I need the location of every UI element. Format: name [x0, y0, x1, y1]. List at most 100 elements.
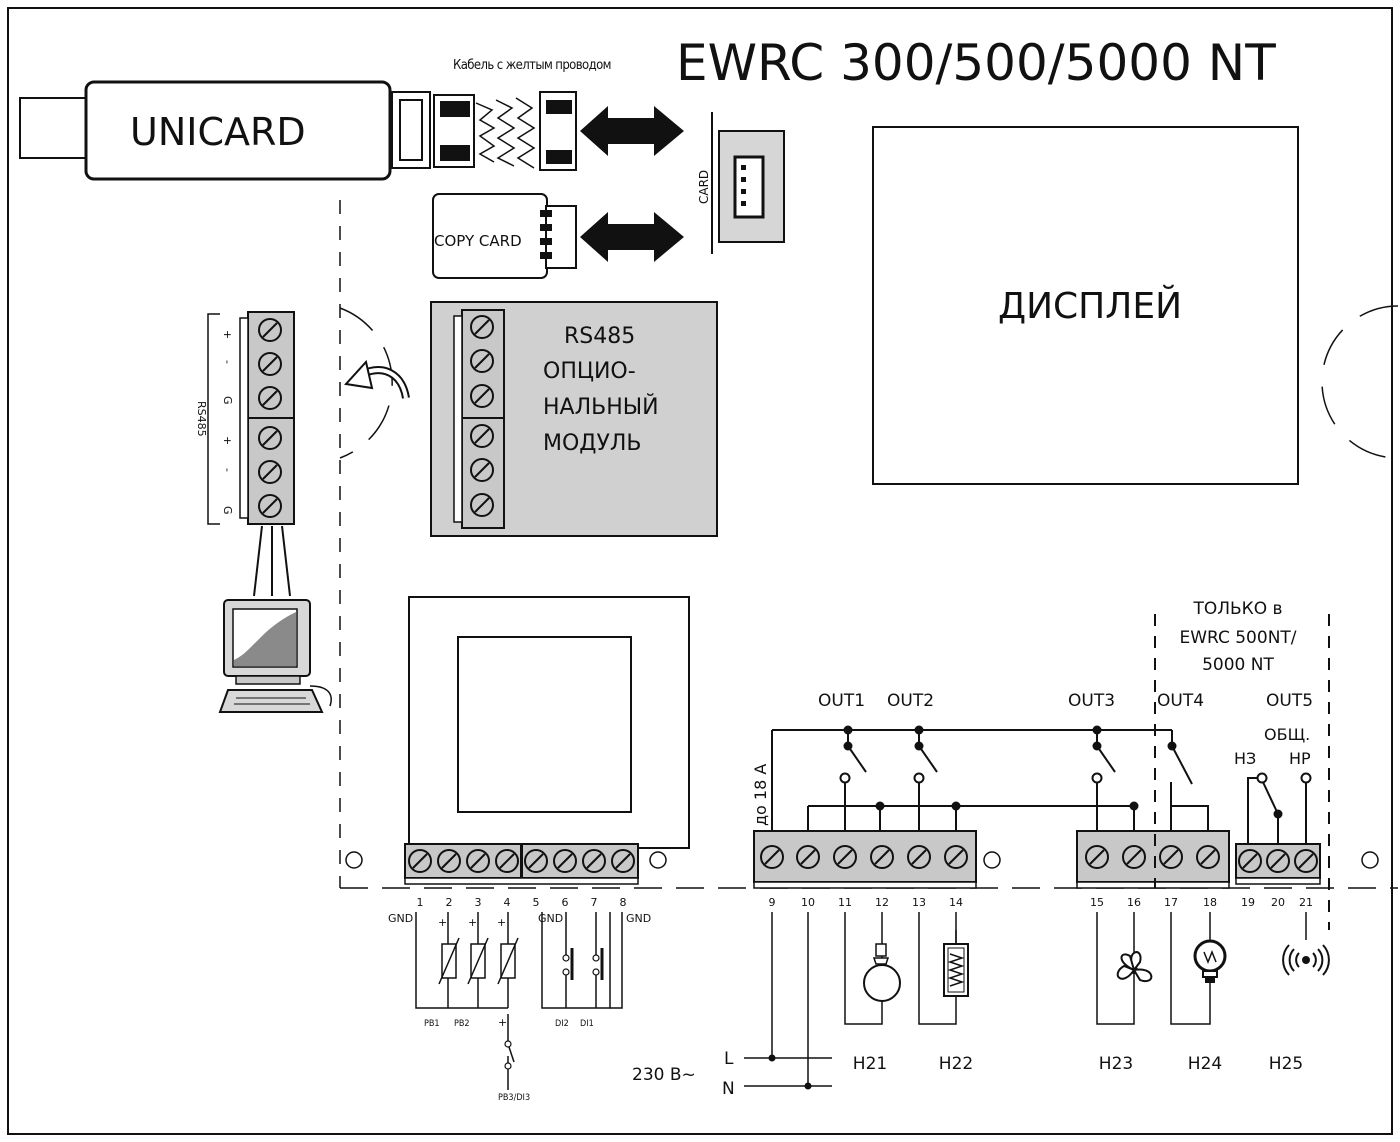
compressor-icon	[863, 943, 901, 1002]
cable-connector	[433, 91, 684, 171]
svg-text:3: 3	[475, 896, 482, 909]
load-h23: H23	[1099, 1054, 1133, 1074]
load-wiring	[844, 912, 1307, 1025]
gnd-label-1: GND	[388, 912, 413, 925]
svg-text:13: 13	[912, 896, 926, 909]
svg-text:15: 15	[1090, 896, 1104, 909]
rs485-module: RS485 ОПЦИО- НАЛЬНЫЙ МОДУЛЬ	[430, 301, 718, 537]
copycard-label: COPY CARD	[434, 232, 522, 250]
rs485-pin-5: -	[221, 468, 234, 472]
plus-label-3: +	[497, 916, 506, 929]
probe-pb1: PB1	[424, 1019, 440, 1029]
power-l: L	[724, 1049, 734, 1069]
power-node-l	[768, 1054, 776, 1062]
input-contacts	[504, 954, 600, 1070]
card-socket: CARD	[697, 112, 785, 254]
svg-text:5: 5	[533, 896, 540, 909]
probe-pb3: PB3/DI3	[498, 1093, 530, 1103]
svg-text:11: 11	[838, 896, 852, 909]
diagram-title: EWRC 300/500/5000 NT	[676, 34, 1276, 92]
lamp-icon	[1193, 939, 1227, 983]
rs485-pin-1: +	[221, 330, 234, 339]
mount-hole	[345, 851, 363, 869]
copy-card: COPY CARD	[432, 193, 684, 279]
terminal-block-out3-out4	[1076, 830, 1230, 889]
unicard-label: UNICARD	[130, 110, 306, 154]
gnd-label-3: GND	[626, 912, 651, 925]
plus-label-4: +	[498, 1016, 507, 1029]
up-to-18a: до 18 А	[751, 764, 770, 826]
rs485-name: RS485	[195, 401, 208, 437]
svg-text:2: 2	[446, 896, 453, 909]
alarm-icon	[1282, 944, 1330, 976]
card-label: CARD	[697, 170, 711, 204]
svg-text:21: 21	[1299, 896, 1313, 909]
rotate-arrow-icon	[344, 359, 410, 399]
mount-hole	[649, 851, 667, 869]
cable-label: Кабель с желтым проводом	[453, 58, 611, 73]
svg-text:12: 12	[875, 896, 889, 909]
rs485-pin-4: +	[221, 436, 234, 445]
svg-text:19: 19	[1241, 896, 1255, 909]
svg-text:6: 6	[562, 896, 569, 909]
terminal-numbers: 1 2 3 4 5 6 7 8 9 10 11 12 13 14 15 16 1…	[417, 896, 1314, 909]
out2-label: OUT2	[887, 691, 934, 711]
display-box	[872, 126, 1299, 485]
only-in-line2: EWRC 500NT/	[1179, 628, 1296, 648]
power-n: N	[722, 1079, 735, 1099]
load-h25: H25	[1269, 1054, 1303, 1074]
load-h22: H22	[939, 1054, 973, 1074]
di1-label: DI1	[580, 1019, 594, 1029]
rs485-pin-2: -	[221, 360, 234, 364]
heater-icon	[943, 930, 969, 997]
out1-label: OUT1	[818, 691, 865, 711]
svg-text:14: 14	[949, 896, 963, 909]
right-arc	[1321, 305, 1399, 459]
display-label: ДИСПЛЕЙ	[998, 285, 1182, 327]
relay5-no: НР	[1289, 749, 1311, 768]
rs485-module-line3: НАЛЬНЫЙ	[543, 394, 659, 420]
terminal-block-inputs	[404, 843, 639, 885]
svg-text:16: 16	[1127, 896, 1141, 909]
mount-hole	[1361, 851, 1379, 869]
svg-text:1: 1	[417, 896, 424, 909]
load-h24: H24	[1188, 1054, 1222, 1074]
rs485-module-line2: ОПЦИО-	[543, 359, 636, 384]
fan-icon	[1116, 951, 1153, 983]
power-wiring	[744, 912, 832, 1087]
plus-label-2: +	[468, 916, 477, 929]
plus-label-1: +	[438, 916, 447, 929]
input-wiring	[415, 912, 623, 1090]
svg-text:9: 9	[769, 896, 776, 909]
mount-hole	[983, 851, 1001, 869]
probe-pb2: PB2	[454, 1019, 470, 1029]
rs485-pin-3: G	[221, 396, 234, 405]
out5-label: OUT5	[1266, 691, 1313, 711]
svg-text:4: 4	[504, 896, 511, 909]
load-h21: H21	[853, 1054, 887, 1074]
power-node-n	[804, 1082, 812, 1090]
svg-text:7: 7	[591, 896, 598, 909]
out3-label: OUT3	[1068, 691, 1115, 711]
rs485-terminal-side: + - G + - G RS485	[195, 311, 295, 597]
svg-text:8: 8	[620, 896, 627, 909]
svg-text:10: 10	[801, 896, 815, 909]
relay-wiring	[771, 729, 1307, 844]
relay-contacts	[839, 772, 1312, 784]
svg-text:18: 18	[1203, 896, 1217, 909]
rs485-pin-6: G	[221, 506, 234, 515]
relay5-common: ОБЩ.	[1264, 725, 1310, 744]
rs485-module-line1: RS485	[564, 324, 635, 349]
gnd-label-2: GND	[538, 912, 563, 925]
only-in-line1: ТОЛЬКО в	[1192, 599, 1282, 619]
svg-text:17: 17	[1164, 896, 1178, 909]
power-voltage: 230 В~	[632, 1065, 696, 1085]
terminal-block-out5	[1235, 843, 1321, 885]
left-arc	[339, 307, 393, 459]
out4-label: OUT4	[1157, 691, 1204, 711]
unicard: UNICARD	[19, 80, 431, 181]
computer-icon	[218, 599, 332, 713]
di2-label: DI2	[555, 1019, 569, 1029]
rs485-module-line4: МОДУЛЬ	[543, 431, 642, 456]
